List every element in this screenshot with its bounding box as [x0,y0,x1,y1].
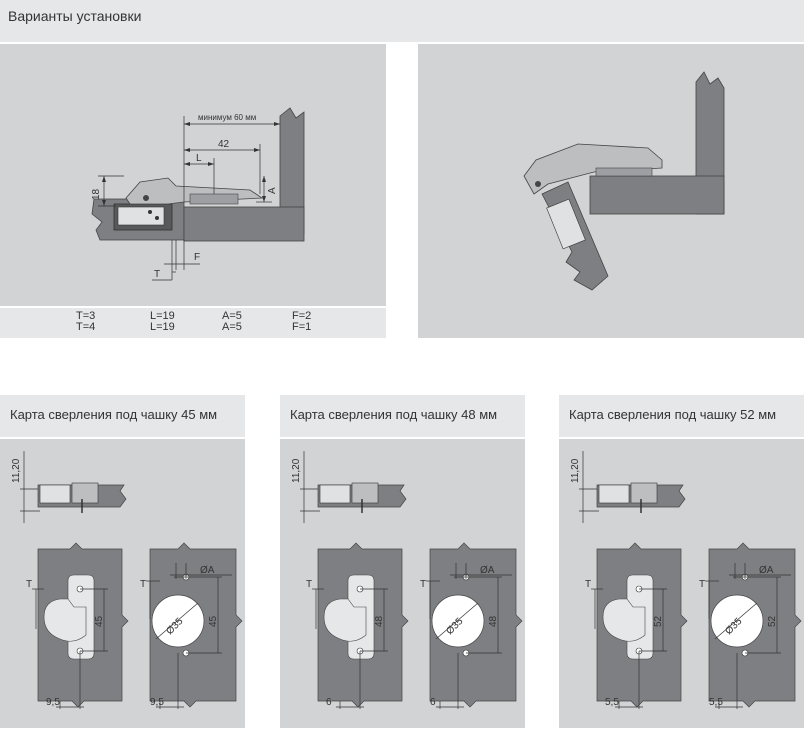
section-title: Варианты установки [8,8,142,24]
drill-map-3: 11,20 T 52 5,5 T ØA Ø35 52 5,5 [570,451,802,709]
spec-f-2: F=1 [292,321,312,333]
spec-f-1: F=2 [292,310,312,322]
top-panel-open [589,175,725,215]
offset-label-right: 9,5 [150,697,164,708]
spacing-label-left: 52 [653,615,664,627]
spec-a-1: A=5 [222,310,242,322]
wall-base [183,206,305,242]
spacing-label-right: 52 [767,615,778,627]
cup-insert [319,484,351,504]
drill-map-title-2: Карта сверления под чашку 48 мм [290,407,498,422]
drill-map-header-2 [280,395,525,437]
drill-map-header-3 [559,395,804,437]
t-label-right: T [420,579,426,590]
cup-outline [602,598,646,642]
cup-outline [43,598,87,642]
cup-hole [431,594,485,648]
drill-map-title-3: Карта сверления под чашку 52 мм [569,407,777,422]
height-label: 11,20 [11,458,22,483]
spec-l-2: L=19 [150,321,175,333]
spec-a-2: A=5 [222,321,242,333]
spacing-label-right: 45 [208,615,219,627]
t-label-right: T [699,579,705,590]
spec-t-1: T=3 [76,310,96,322]
spec-t-2: T=4 [76,321,96,333]
cup-outline [323,598,367,642]
cup-hole [710,594,764,648]
t-label-left: T [26,579,32,590]
install-diagram-panel: минимум 60 мм 42 L 18 A F T [0,44,386,306]
offset-label-right: 6 [430,697,436,708]
label-F: F [194,252,200,263]
spec-l-1: L=19 [150,310,175,322]
section-header [0,0,804,42]
a-label: ØA [759,565,774,576]
label-42: 42 [218,139,230,150]
spacing-label-right: 48 [488,615,499,627]
label-min-60: минимум 60 мм [198,113,256,122]
install-diagram: минимум 60 мм 42 L 18 A F T [91,107,305,281]
offset-label-right: 5,5 [709,697,723,708]
drill-map-panel-1: 11,20 T 45 9,5 T ØA Ø35 45 9,5 [0,439,245,728]
t-label-right: T [140,579,146,590]
drill-map-1: 11,20 T 45 9,5 T ØA Ø35 45 9,5 [11,451,243,709]
hinge-arm-open [523,143,663,195]
open-position-diagram [523,71,725,291]
a-label: ØA [480,565,495,576]
drill-map-2: 11,20 T 48 6 T ØA Ø35 48 6 [291,451,523,709]
drill-map-panel-3: 11,20 T 52 5,5 T ØA Ø35 52 5,5 [559,439,804,728]
offset-label-left: 5,5 [605,697,619,708]
label-T: T [154,269,160,280]
open-position-panel [418,44,804,338]
label-18: 18 [91,188,102,200]
t-label-left: T [306,579,312,590]
cup-insert [598,484,630,504]
a-label: ØA [200,565,215,576]
drill-map-header-1 [0,395,245,437]
height-label: 11,20 [570,458,581,483]
specs-table [0,308,386,338]
t-label-left: T [585,579,591,590]
drill-map-panel-2: 11,20 T 48 6 T ØA Ø35 48 6 [280,439,525,728]
offset-label-left: 9,5 [46,697,60,708]
spacing-label-left: 45 [94,615,105,627]
cup-hole [151,594,205,648]
drill-map-title-1: Карта сверления под чашку 45 мм [10,407,218,422]
offset-label-left: 6 [326,697,332,708]
cup-insert [39,484,71,504]
label-L: L [196,153,202,164]
spacing-label-left: 48 [374,615,385,627]
height-label: 11,20 [291,458,302,483]
label-A: A [267,187,278,194]
